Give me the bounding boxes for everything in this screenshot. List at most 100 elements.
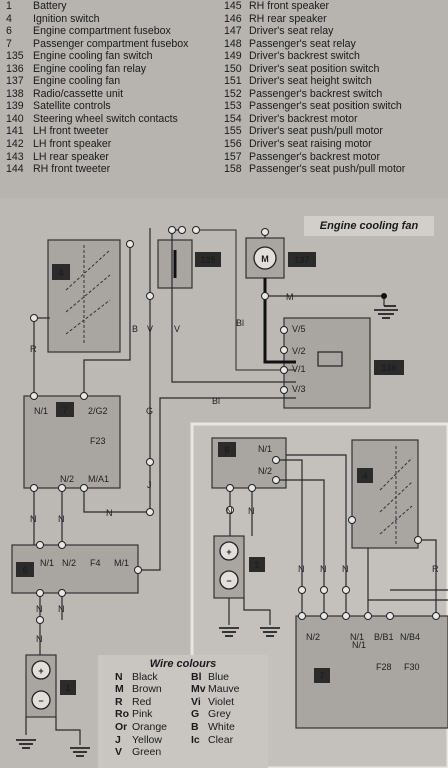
- pin-label: 2/G2: [88, 406, 108, 416]
- pin-label: N/1: [258, 444, 272, 454]
- wire-label: N: [36, 604, 43, 614]
- pin-label: N/1: [34, 406, 48, 416]
- wire-label: V: [174, 324, 180, 334]
- battery-positive: [31, 660, 51, 680]
- fan-power-wire: [263, 278, 296, 364]
- pin-label: V/2: [292, 346, 306, 356]
- component-tag: [357, 468, 373, 483]
- wire-label: Bl: [212, 396, 220, 406]
- battery-positive-label: +: [38, 666, 43, 676]
- component-tag: [249, 557, 265, 572]
- fuse-label: F4: [90, 558, 101, 568]
- wire-label: N: [30, 514, 37, 524]
- battery-negative: [31, 690, 51, 710]
- component-tag-label: 1: [254, 560, 259, 570]
- wire-label: M: [286, 292, 294, 302]
- diagram-title: Engine cooling fan: [304, 216, 434, 236]
- pin-label: M/A1: [88, 474, 109, 484]
- switch-contacts: [65, 245, 111, 345]
- component-tag: [16, 562, 34, 577]
- connectors: [30, 226, 440, 624]
- wire-label: N: [106, 508, 113, 518]
- wire-label: N: [58, 514, 65, 524]
- pin-label: N/B4: [400, 632, 420, 642]
- ignition-switch-4-second: [351, 439, 419, 549]
- battery-positive: [219, 541, 239, 561]
- component-tag: [288, 252, 316, 267]
- component-tag-label: 135: [200, 255, 215, 265]
- junction: [381, 293, 387, 299]
- component-tag-label: 6: [224, 445, 229, 455]
- wire-label: G: [146, 406, 153, 416]
- component-tag: [314, 668, 330, 683]
- component-tag: [60, 680, 76, 695]
- component-tag: [374, 360, 404, 375]
- component-tag-label: 7: [62, 405, 67, 415]
- pin-label: N/1: [352, 640, 366, 650]
- wire-label: N: [342, 564, 349, 574]
- relay-coil: [317, 351, 343, 367]
- fuse-label: F28: [376, 662, 392, 672]
- component-tag-label: 7: [319, 671, 324, 681]
- fuse-label: F23: [90, 436, 106, 446]
- component-tag-label: 136: [381, 363, 396, 373]
- pin-label: N/2: [306, 632, 320, 642]
- component-tag: [195, 252, 221, 267]
- pin-label: V/3: [292, 384, 306, 394]
- wire-label: N: [320, 564, 327, 574]
- wire-colours-title: Wire colours: [149, 658, 217, 670]
- wire-label: N: [298, 564, 305, 574]
- motor-symbol: [253, 246, 277, 270]
- pin-label: M/1: [114, 558, 129, 568]
- switch-contacts: [379, 446, 413, 544]
- battery-negative-label: −: [38, 696, 43, 706]
- wire-label: R: [30, 344, 37, 354]
- battery-positive-label: +: [226, 547, 231, 557]
- component-tag-label: 4: [58, 268, 63, 278]
- fuse-label: F30: [404, 662, 420, 672]
- wire-label: V: [147, 324, 153, 334]
- battery-negative-label: −: [226, 576, 231, 586]
- wire-label: R: [432, 564, 439, 574]
- wire-label: N: [226, 506, 233, 516]
- wire-label: B: [132, 324, 138, 334]
- pin-label: N/2: [258, 466, 272, 476]
- pin-label: N/1: [40, 558, 54, 568]
- component-tag-label: 4: [362, 471, 367, 481]
- wire-label: Bl: [236, 318, 244, 328]
